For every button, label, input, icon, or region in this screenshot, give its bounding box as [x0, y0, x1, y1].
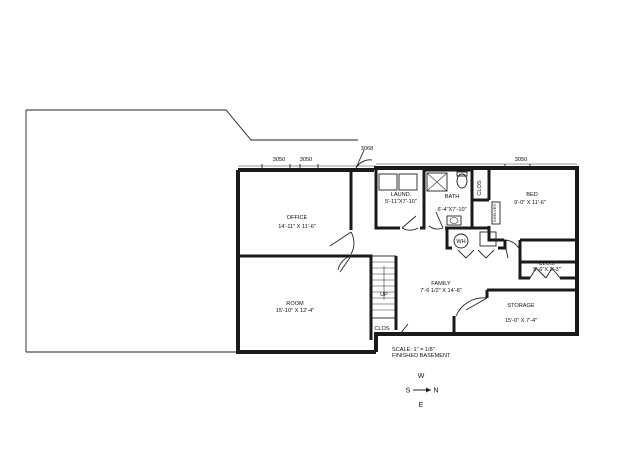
water-heater-icon	[453, 233, 469, 249]
mech-walls	[445, 228, 507, 250]
storage-walls	[452, 288, 577, 334]
office-door	[329, 231, 355, 255]
office-dims: 14'-11" X 11'-6"	[278, 224, 316, 230]
compass-e: E	[419, 402, 424, 409]
bed-closet-label: CLOS	[477, 180, 483, 196]
family-door	[337, 255, 352, 273]
furnace-icon	[479, 231, 497, 247]
bed-walls	[470, 170, 577, 242]
scale-note: SCALE: 1" = 1/8"	[392, 347, 435, 353]
finished-note: FINISHED BASEMENT	[392, 353, 451, 359]
shelves	[491, 201, 501, 225]
room-name: ROOM	[286, 301, 304, 307]
washer-icon	[378, 173, 398, 191]
laundry-walls	[374, 170, 426, 230]
compass-w: W	[418, 373, 425, 380]
stair-closet-label: CLOS	[374, 326, 390, 332]
toilet-icon	[456, 173, 468, 189]
window-label: 3050	[515, 157, 527, 163]
bath-name: BATH	[445, 194, 460, 200]
storage-name: STORAGE	[507, 303, 535, 309]
laund-dims: 5'-11"X7'-10"	[385, 199, 417, 205]
stair-up-label: UP	[380, 292, 388, 298]
bath-dims: 6'-4"X7'-10"	[437, 207, 466, 213]
door-label: 3068	[361, 146, 373, 152]
wh-label: WH	[456, 239, 465, 245]
dryer-icon	[398, 173, 418, 191]
family-dims: 7'-6 1/2" X 14'-8"	[420, 288, 462, 294]
closet-door	[529, 267, 561, 279]
shower-icon	[426, 172, 448, 192]
mech-doors	[457, 249, 495, 259]
office-room-wall	[238, 254, 373, 340]
exterior-door	[355, 149, 373, 169]
bed-name: BED	[526, 192, 538, 198]
window-label: 3050	[273, 157, 285, 163]
compass-n: N	[433, 388, 438, 395]
room-dims: 15'-10" X 12'-4"	[276, 308, 314, 314]
office-name: OFFICE	[287, 215, 308, 221]
bed-dims: 9'-0" X 11'-6"	[514, 200, 546, 206]
family-name: FAMILY	[431, 281, 451, 287]
sink-icon	[446, 215, 462, 226]
laund-name: LAUND.	[391, 192, 412, 198]
closet-dims: 5'-6"X 3'-3"	[533, 267, 561, 273]
shelves-label: SHELVES	[492, 204, 497, 222]
storage-dims: 15'-0" X 7'-4"	[505, 318, 537, 324]
bath-door	[428, 211, 444, 230]
compass-s: S	[406, 388, 411, 395]
laundry-door	[401, 215, 419, 231]
storage-door	[455, 297, 488, 317]
stair-closet-door	[399, 323, 411, 335]
closet-name: CLOS.	[539, 261, 556, 267]
closet-walls	[518, 240, 577, 280]
unexcavated-outline	[25, 109, 376, 353]
exterior-walls	[236, 166, 579, 354]
compass: W S N E	[406, 373, 439, 409]
window-label: 3050	[300, 157, 312, 163]
